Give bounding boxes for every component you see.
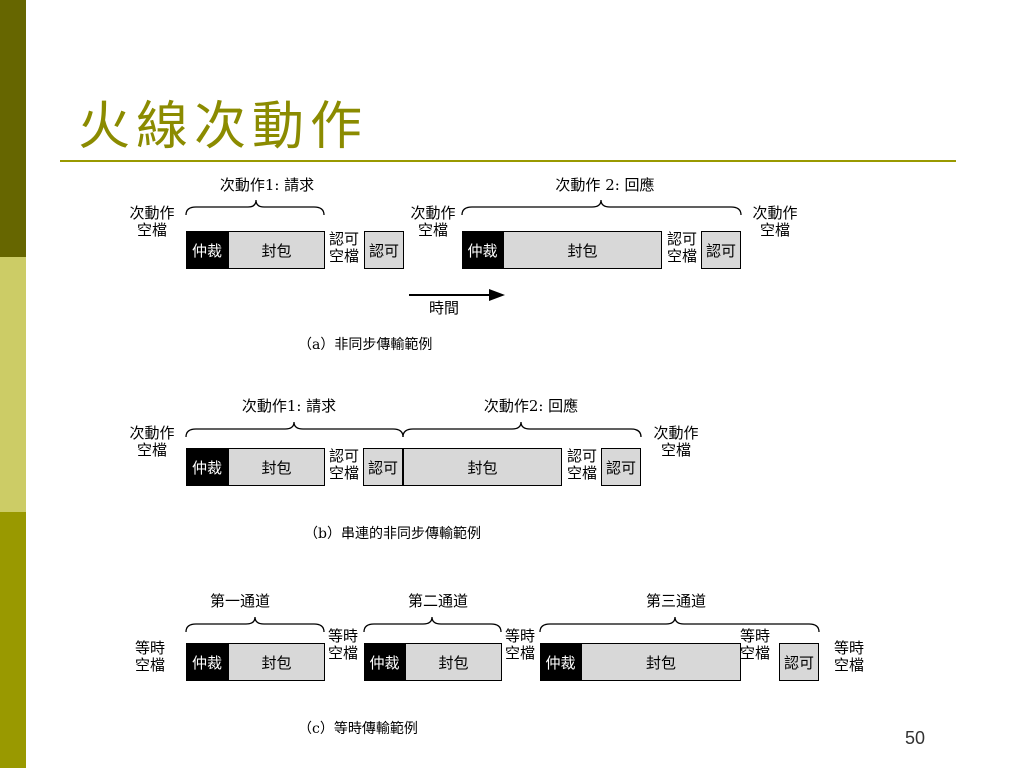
title-rule	[60, 160, 956, 162]
sidebar-band-light	[0, 257, 26, 512]
c-gap-iso-3: 等時 空檔	[504, 627, 535, 662]
a-time-label: 時間	[428, 299, 459, 317]
a-caption: （a）非同步傳輸範例	[298, 337, 433, 353]
a-title-request: 次動作1: 請求	[219, 176, 315, 194]
c-gap-iso-2: 等時 空檔	[327, 627, 358, 662]
b-ack-gap-2: 認可 空檔	[566, 447, 597, 482]
c-packet-box-3: 封包	[581, 643, 741, 681]
a-arbitration-box-2: 仲裁	[462, 231, 503, 269]
b-ack-gap-1: 認可 空檔	[328, 447, 359, 482]
b-ack-box-2: 認可	[601, 448, 641, 486]
c-channel-3-label: 第三通道	[645, 592, 706, 610]
sidebar-accent	[0, 0, 26, 768]
c-arbitration-box-1: 仲裁	[186, 643, 228, 681]
c-ack-box: 認可	[779, 643, 819, 681]
a-gap-idle-left: 次動作 空檔	[129, 204, 175, 239]
a-ack-box-1: 認可	[364, 231, 404, 269]
brace-c-channel1	[185, 616, 325, 633]
b-packet-box-2: 封包	[403, 448, 562, 486]
brace-b-response	[402, 421, 642, 438]
c-arbitration-box-3: 仲裁	[540, 643, 581, 681]
slide-title: 火線次動作	[78, 97, 369, 157]
a-gap-idle-right: 次動作 空檔	[752, 204, 798, 239]
brace-b-request	[185, 421, 404, 438]
sidebar-band-mid	[0, 512, 26, 768]
b-title-response: 次動作2: 回應	[483, 397, 579, 415]
c-channel-1-label: 第一通道	[209, 592, 270, 610]
b-arbitration-box: 仲裁	[186, 448, 228, 486]
b-caption: （b）串連的非同步傳輸範例	[304, 526, 481, 542]
c-channel-2-label: 第二通道	[407, 592, 468, 610]
brace-c-channel3	[539, 616, 820, 633]
c-gap-iso-left: 等時 空檔	[134, 639, 165, 674]
c-gap-iso-4: 等時 空檔	[739, 627, 770, 662]
a-arbitration-box-1: 仲裁	[186, 231, 228, 269]
c-arbitration-box-2: 仲裁	[364, 643, 405, 681]
b-gap-idle-left: 次動作 空檔	[129, 424, 175, 459]
brace-c-channel2	[363, 616, 502, 633]
c-gap-iso-right: 等時 空檔	[833, 639, 864, 674]
a-ack-gap-2: 認可 空檔	[666, 230, 697, 265]
sidebar-band-dark	[0, 0, 26, 257]
a-title-response: 次動作 2: 回應	[555, 176, 655, 194]
a-gap-idle-mid: 次動作 空檔	[410, 204, 456, 239]
b-gap-idle-right: 次動作 空檔	[653, 424, 699, 459]
a-packet-box-1: 封包	[228, 231, 325, 269]
c-packet-box-2: 封包	[405, 643, 502, 681]
page-number: 50	[905, 728, 926, 748]
b-title-request: 次動作1: 請求	[241, 397, 337, 415]
b-ack-box-1: 認可	[363, 448, 403, 486]
c-caption: （c）等時傳輸範例	[298, 721, 418, 737]
a-ack-box-2: 認可	[701, 231, 741, 269]
a-packet-box-2: 封包	[503, 231, 662, 269]
brace-a-request	[185, 199, 325, 216]
time-arrow-head	[489, 289, 505, 301]
b-packet-box-1: 封包	[228, 448, 325, 486]
brace-a-response	[461, 199, 742, 216]
c-packet-box-1: 封包	[228, 643, 325, 681]
a-ack-gap-1: 認可 空檔	[328, 230, 359, 265]
